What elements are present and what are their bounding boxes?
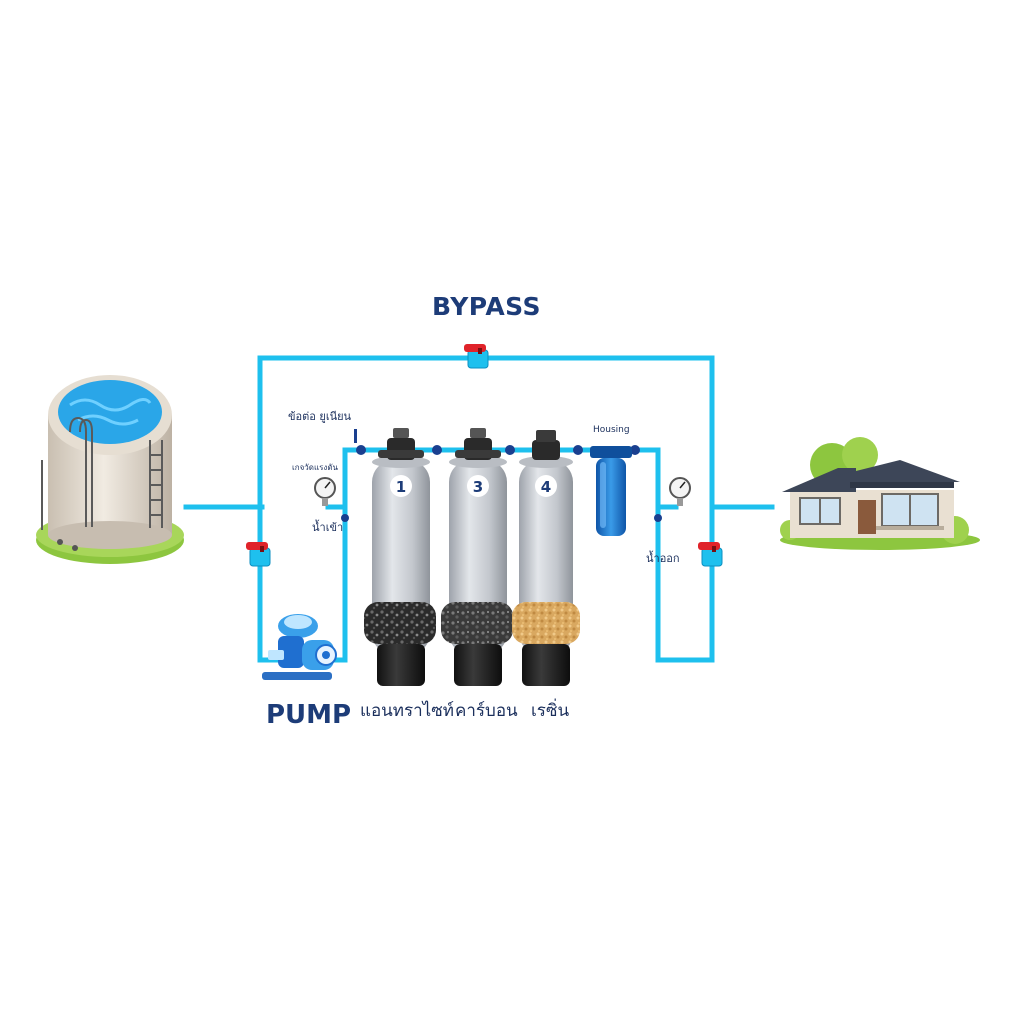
housing-filter-icon (590, 446, 632, 536)
inlet-pressure-gauge-icon (314, 477, 336, 506)
filter-tank-1 (364, 428, 436, 686)
house-icon (780, 437, 980, 550)
tank-number-4: 4 (541, 478, 551, 496)
coupling (573, 445, 583, 455)
filter-tank-3 (441, 428, 513, 686)
outlet-pressure-gauge-icon (669, 477, 691, 506)
media-label-anthracite: แอนทราไซท์ (360, 701, 454, 721)
tank-number-1: 1 (396, 478, 406, 496)
coupling (341, 514, 349, 522)
pump-icon (262, 614, 337, 680)
inlet-ball-valve-icon (246, 542, 271, 567)
coupling (654, 514, 662, 522)
filter-tank-4 (512, 430, 580, 686)
outlet-label: น้ำออก (646, 552, 680, 565)
coupling (432, 445, 442, 455)
coupling (505, 445, 515, 455)
inlet-label: น้ำเข้า (312, 521, 344, 534)
media-label-resin: เรซิ่น (531, 701, 570, 721)
tank-number-badge (467, 475, 489, 497)
pump-label: PUMP (266, 700, 352, 730)
tank-number-badge (535, 475, 557, 497)
tank-number-badge (390, 475, 412, 497)
coupling (630, 445, 640, 455)
outlet-ball-valve-icon (698, 542, 723, 567)
storage-tank-icon (36, 375, 184, 564)
bypass-title: BYPASS (432, 292, 542, 321)
housing-label: Housing (593, 425, 630, 435)
union-connector-label: ข้อต่อ ยูเนียน (288, 410, 352, 423)
outlet-drop-pipe (655, 447, 715, 663)
bypass-ball-valve-icon (464, 344, 489, 369)
media-label-carbon: คาร์บอน (455, 701, 518, 721)
tank-number-3: 3 (473, 478, 483, 496)
union-connector-icon (354, 429, 357, 443)
pressure-gauge-label: เกจวัดแรงดัน (292, 463, 338, 472)
pipe-couplings (341, 445, 662, 522)
coupling (356, 445, 366, 455)
